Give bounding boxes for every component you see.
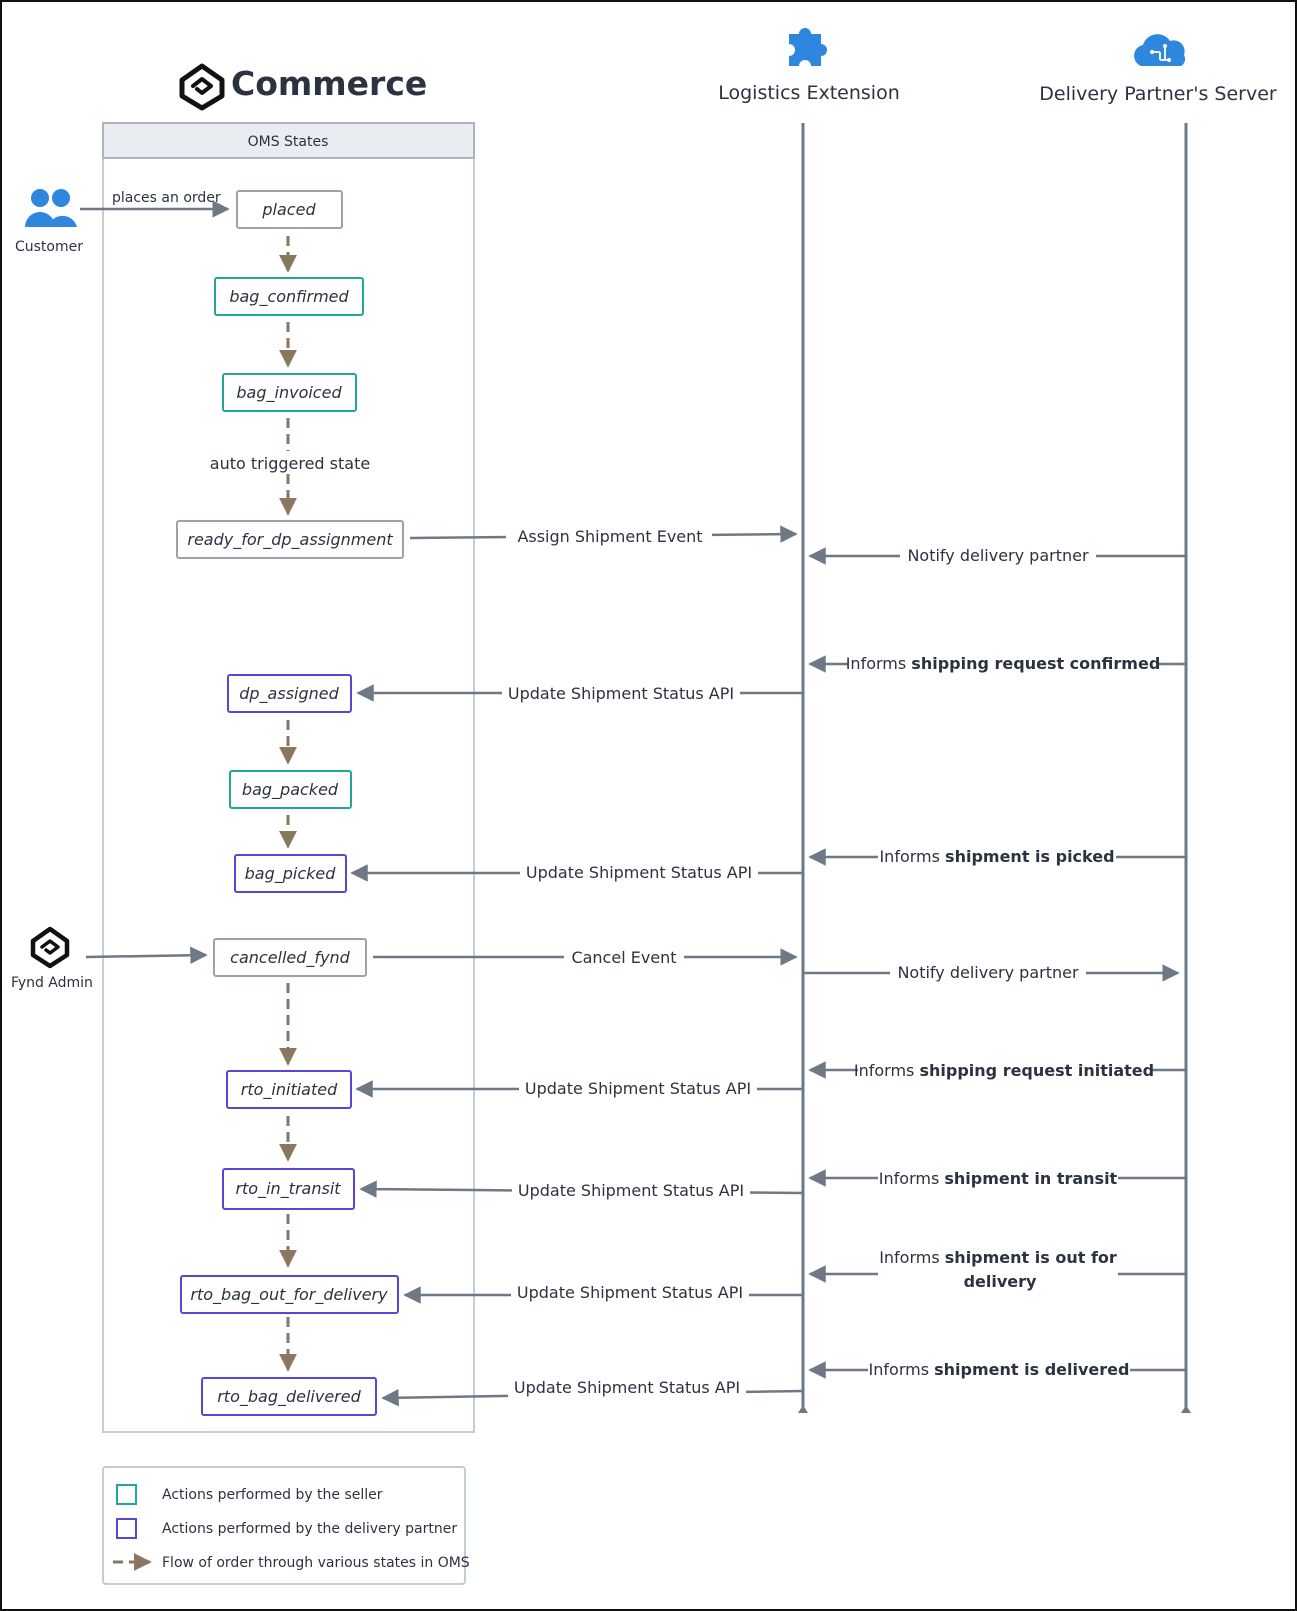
svg-text:Informs shipment is out for: Informs shipment is out for bbox=[879, 1248, 1117, 1267]
logistics-lifeline-end bbox=[798, 1405, 808, 1413]
msg-informs-picked: Informs shipment is picked bbox=[878, 842, 1116, 872]
logistics-extension-label: Logistics Extension bbox=[718, 82, 900, 104]
msg-informs-confirmed: Informs shipping request confirmed bbox=[846, 649, 1161, 679]
partner-lifeline-end bbox=[1181, 1405, 1191, 1413]
admin-cancel-arrow bbox=[85, 946, 208, 965]
state-rto-initiated: rto_initiated bbox=[226, 1070, 352, 1109]
legend-seller-swatch bbox=[116, 1484, 137, 1505]
msg-informs-ofd: Informs shipment is out for delivery bbox=[878, 1243, 1118, 1299]
state-placed: placed bbox=[236, 190, 343, 229]
state-bag-confirmed: bag_confirmed bbox=[214, 277, 364, 316]
legend-flow-label: Flow of order through various states in … bbox=[162, 1555, 470, 1571]
customer-icon bbox=[25, 189, 77, 227]
oms-header bbox=[102, 122, 475, 159]
svg-text:Notify delivery partner: Notify delivery partner bbox=[907, 546, 1089, 565]
state-rto-bag-out-for-delivery: rto_bag_out_for_delivery bbox=[180, 1275, 399, 1314]
legend: Actions performed by the seller Actions … bbox=[102, 1466, 470, 1585]
svg-text:placed: placed bbox=[261, 200, 316, 219]
svg-text:dp_assigned: dp_assigned bbox=[239, 684, 339, 704]
msg-notify-partner-1: Notify delivery partner bbox=[900, 540, 1096, 570]
customer-label: Customer bbox=[15, 239, 83, 255]
msg-informs-transit: Informs shipment in transit bbox=[878, 1163, 1118, 1193]
oms-title: OMS States bbox=[248, 134, 329, 150]
state-ready-for-dp-assignment: ready_for_dp_assignment bbox=[176, 520, 404, 559]
svg-text:Cancel Event: Cancel Event bbox=[571, 948, 676, 967]
svg-text:bag_invoiced: bag_invoiced bbox=[236, 383, 342, 403]
msg-informs-delivered: Informs shipment is delivered bbox=[868, 1354, 1130, 1384]
state-rto-in-transit: rto_in_transit bbox=[222, 1168, 355, 1210]
svg-text:ready_for_dp_assignment: ready_for_dp_assignment bbox=[187, 530, 393, 550]
svg-text:Update Shipment Status API: Update Shipment Status API bbox=[518, 1181, 744, 1200]
svg-text:Update Shipment Status API: Update Shipment Status API bbox=[526, 863, 752, 882]
legend-seller-label: Actions performed by the seller bbox=[162, 1487, 383, 1503]
svg-text:bag_confirmed: bag_confirmed bbox=[229, 287, 349, 307]
svg-text:bag_packed: bag_packed bbox=[242, 780, 339, 800]
commerce-logo-icon bbox=[179, 63, 225, 111]
svg-text:Informs shipping request initi: Informs shipping request initiated bbox=[854, 1061, 1154, 1080]
state-bag-picked: bag_picked bbox=[234, 854, 347, 893]
svg-text:Informs shipment is picked: Informs shipment is picked bbox=[879, 847, 1114, 866]
svg-text:Informs shipment is delivered: Informs shipment is delivered bbox=[869, 1360, 1130, 1379]
msg-update-api-2: Update Shipment Status API bbox=[520, 857, 758, 887]
msg-update-api-4: Update Shipment Status API bbox=[512, 1175, 750, 1205]
msg-update-api-5: Update Shipment Status API bbox=[511, 1277, 749, 1307]
state-cancelled-fynd: cancelled_fynd bbox=[213, 938, 367, 977]
svg-text:rto_in_transit: rto_in_transit bbox=[235, 1179, 341, 1199]
fynd-admin-label: Fynd Admin bbox=[11, 975, 93, 991]
svg-text:Update Shipment Status API: Update Shipment Status API bbox=[525, 1079, 751, 1098]
state-bag-invoiced: bag_invoiced bbox=[222, 373, 357, 412]
svg-text:Informs shipping request confi: Informs shipping request confirmed bbox=[846, 654, 1161, 673]
msg-assign-event: Assign Shipment Event bbox=[506, 521, 712, 551]
legend-partner-label: Actions performed by the delivery partne… bbox=[162, 1521, 457, 1537]
msg-notify-partner-2: Notify delivery partner bbox=[890, 957, 1086, 987]
svg-text:Update Shipment Status API: Update Shipment Status API bbox=[517, 1283, 743, 1302]
svg-text:rto_bag_delivered: rto_bag_delivered bbox=[217, 1387, 361, 1407]
state-rto-bag-delivered: rto_bag_delivered bbox=[201, 1377, 377, 1416]
msg-update-api-1: Update Shipment Status API bbox=[502, 678, 740, 708]
msg-cancel-event: Cancel Event bbox=[564, 942, 684, 972]
svg-text:delivery: delivery bbox=[964, 1272, 1037, 1291]
svg-text:cancelled_fynd: cancelled_fynd bbox=[230, 948, 351, 968]
state-dp-assigned: dp_assigned bbox=[227, 674, 352, 713]
msg-informs-initiated: Informs shipping request initiated bbox=[854, 1055, 1154, 1085]
msg-update-api-3: Update Shipment Status API bbox=[519, 1073, 757, 1103]
legend-partner-swatch bbox=[116, 1518, 137, 1539]
svg-text:Update Shipment Status API: Update Shipment Status API bbox=[514, 1378, 740, 1397]
svg-text:bag_picked: bag_picked bbox=[245, 864, 337, 884]
delivery-partner-label: Delivery Partner's Server bbox=[1039, 83, 1277, 105]
svg-text:Informs shipment in transit: Informs shipment in transit bbox=[879, 1169, 1118, 1188]
cloud-server-icon bbox=[1134, 34, 1186, 66]
svg-text:Assign Shipment Event: Assign Shipment Event bbox=[517, 527, 702, 546]
puzzle-icon bbox=[789, 28, 827, 66]
svg-text:Notify delivery partner: Notify delivery partner bbox=[897, 963, 1079, 982]
auto-triggered-label: auto triggered state bbox=[210, 454, 370, 473]
brand-name: Commerce bbox=[231, 64, 427, 103]
msg-update-api-6: Update Shipment Status API bbox=[508, 1372, 746, 1402]
svg-text:Update Shipment Status API: Update Shipment Status API bbox=[508, 684, 734, 703]
places-order-label: places an order bbox=[112, 190, 221, 206]
svg-text:rto_initiated: rto_initiated bbox=[241, 1080, 338, 1100]
svg-text:rto_bag_out_for_delivery: rto_bag_out_for_delivery bbox=[190, 1285, 388, 1305]
state-bag-packed: bag_packed bbox=[229, 770, 352, 809]
fynd-admin-logo-icon bbox=[30, 926, 70, 969]
